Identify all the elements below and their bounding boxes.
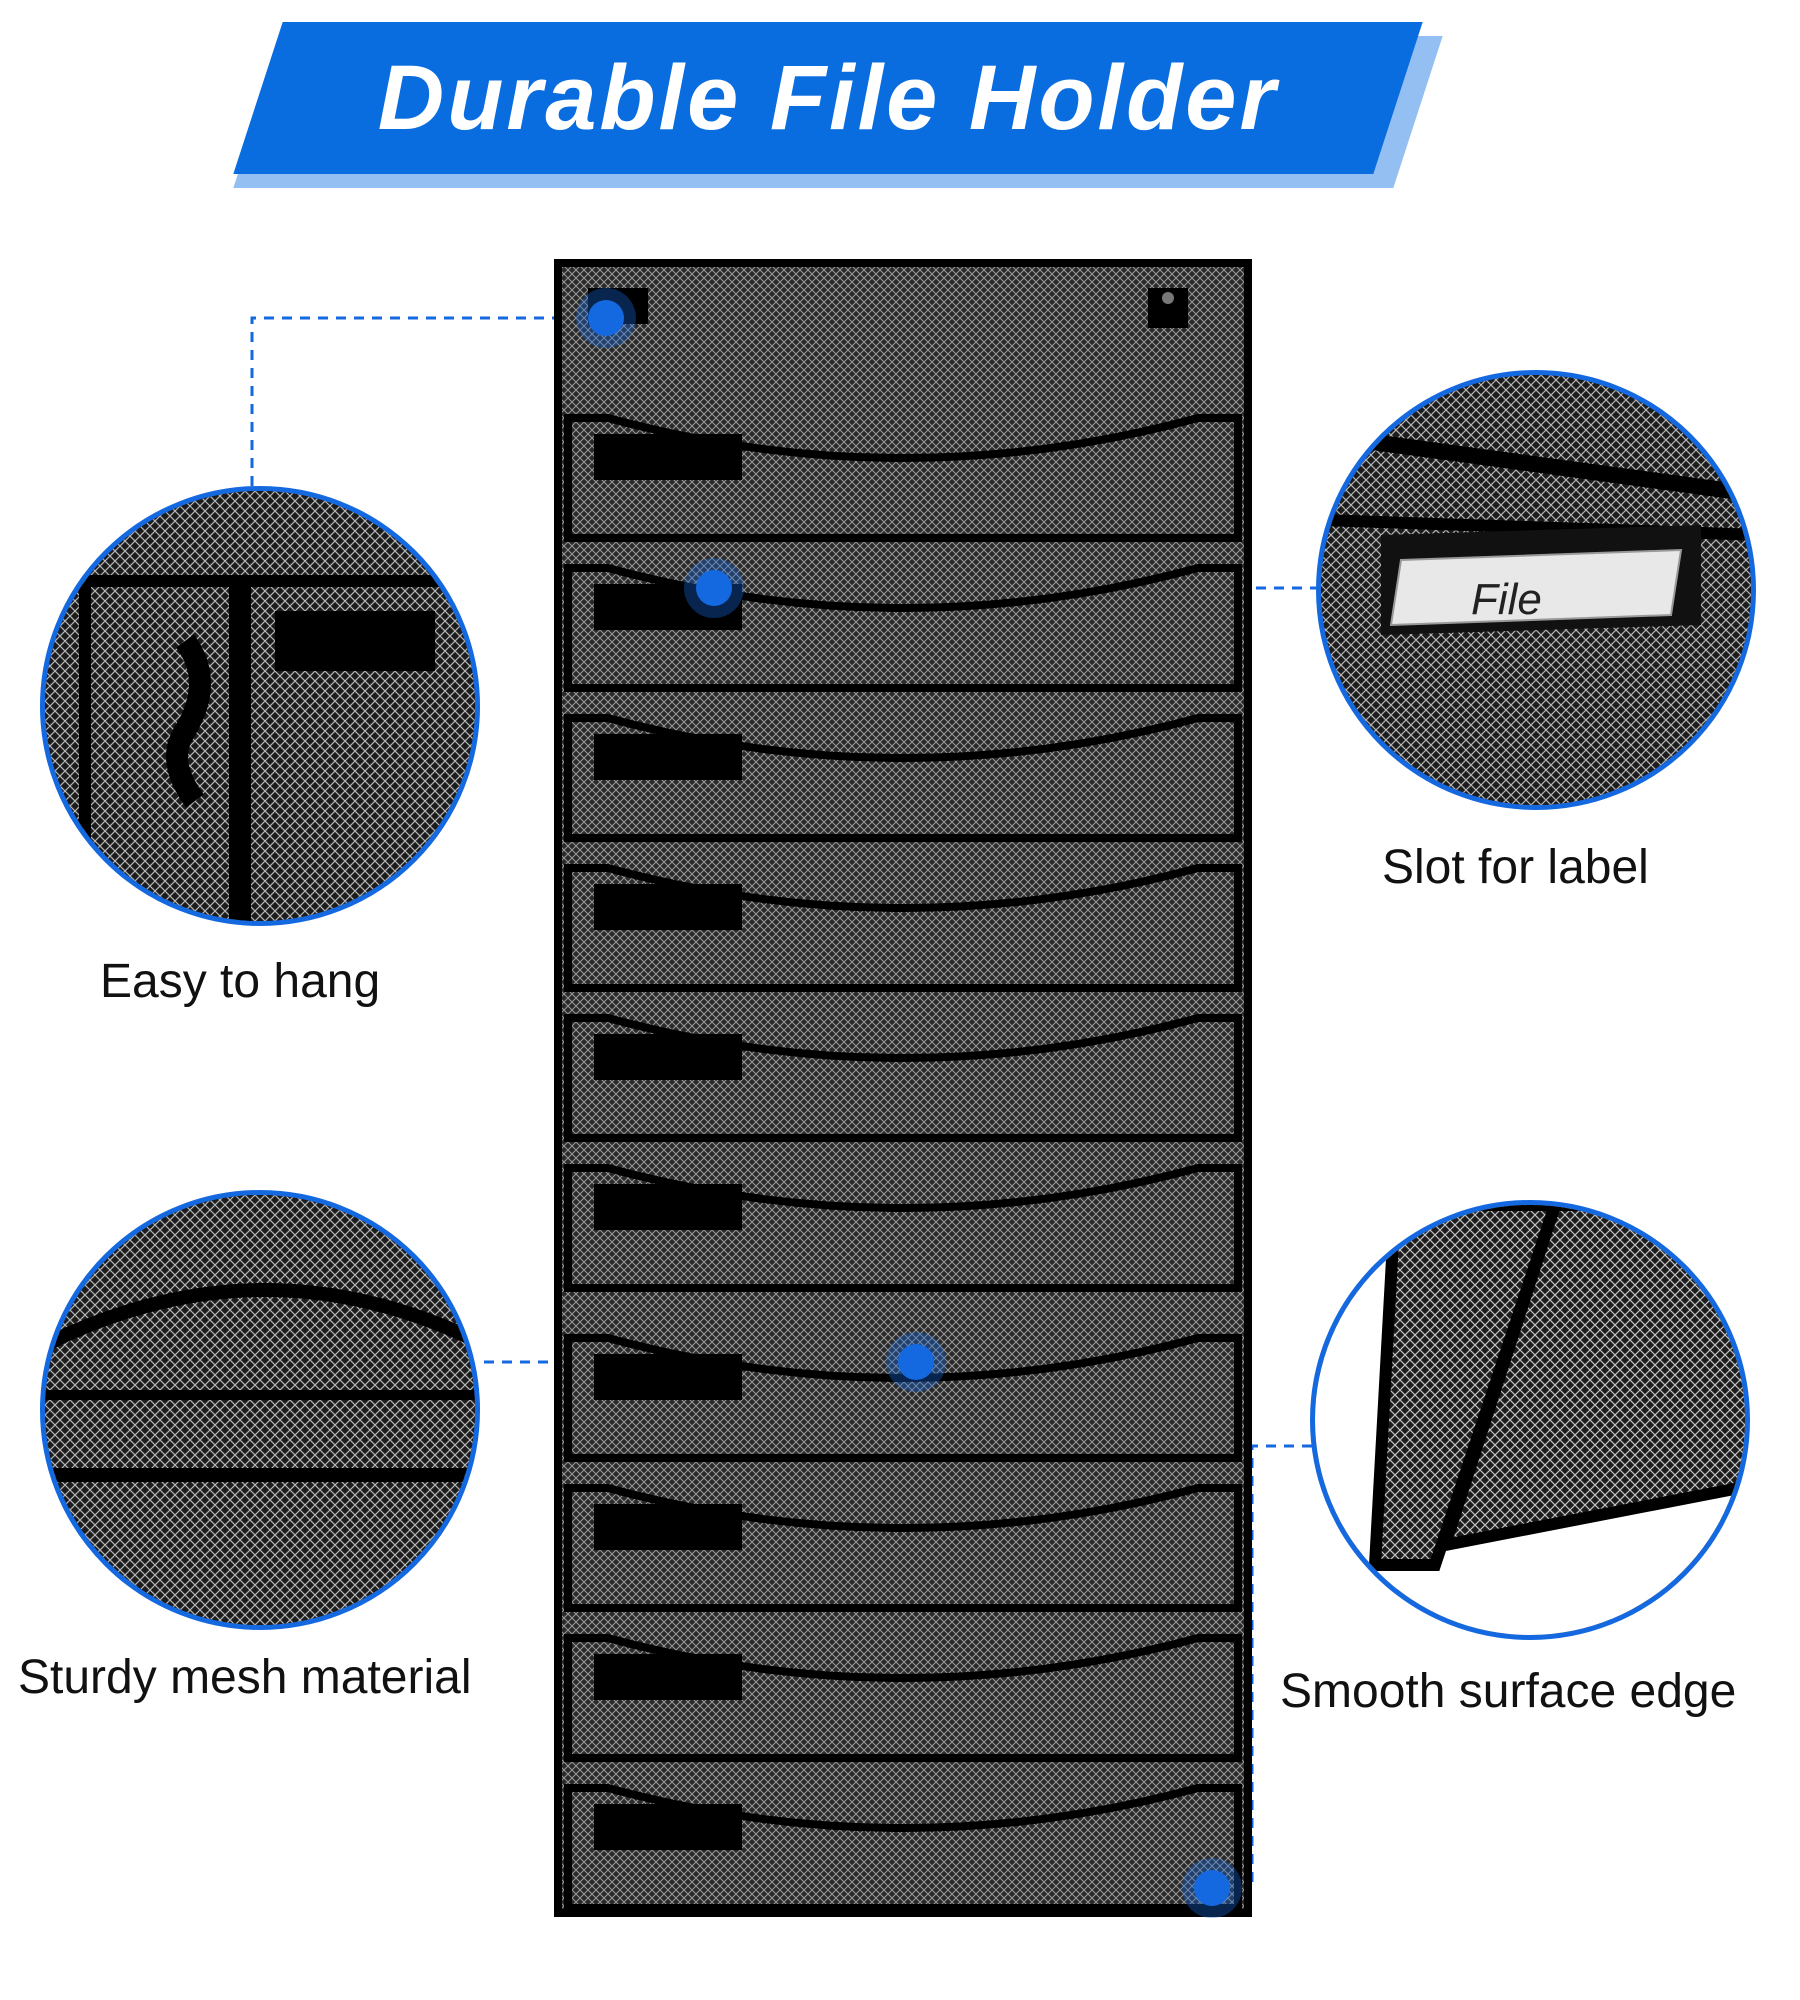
page-title: Durable File Holder <box>377 46 1279 149</box>
label-slot <box>594 1354 742 1400</box>
label-slot <box>594 1504 742 1550</box>
detail-easy-to-hang <box>40 486 480 926</box>
file-holder-image <box>554 259 1252 1917</box>
label-slot <box>594 1184 742 1230</box>
feature-label-slot: Slot for label <box>1382 841 1649 894</box>
edge-marker <box>1182 1858 1242 1918</box>
feature-label-mesh: Sturdy mesh material <box>18 1651 472 1704</box>
label-slot <box>594 1804 742 1850</box>
label-slot-marker <box>684 558 744 618</box>
detail-slot-for-label: File <box>1316 370 1756 810</box>
feature-label-edge: Smooth surface edge <box>1280 1665 1737 1718</box>
label-slot <box>594 434 742 480</box>
label-slot <box>594 884 742 930</box>
label-slot <box>594 1654 742 1700</box>
detail-sturdy-mesh <box>40 1190 480 1630</box>
label-slot <box>594 734 742 780</box>
detail-smooth-edge <box>1310 1200 1750 1640</box>
feature-label-hang: Easy to hang <box>100 955 381 1008</box>
hang-hook-marker <box>576 288 636 348</box>
mesh-marker <box>886 1332 946 1392</box>
label-slot <box>594 1034 742 1080</box>
label-card-text: File <box>1471 575 1542 624</box>
